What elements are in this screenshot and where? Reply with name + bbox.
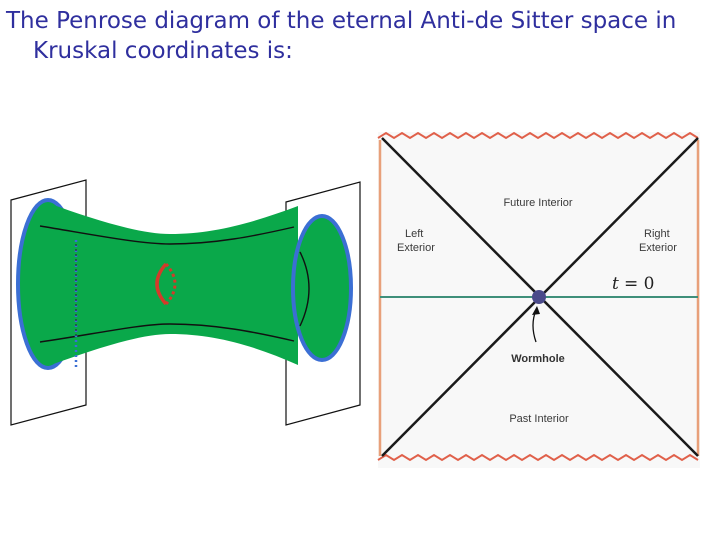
- label-left-exterior-2: Exterior: [397, 242, 435, 254]
- slide-title: The Penrose diagram of the eternal Anti-…: [6, 6, 706, 66]
- wormhole-arrowhead: [532, 306, 540, 315]
- label-past-interior: Past Interior: [509, 413, 569, 425]
- throat-ring-front: [155, 262, 168, 306]
- right-mouth: [291, 214, 353, 362]
- past-singularity: [377, 453, 699, 462]
- wormhole-point: [532, 290, 546, 304]
- future-singularity: [377, 131, 699, 140]
- label-t-eq: = 0: [624, 274, 654, 294]
- wormhole-embedding-diagram: [10, 179, 361, 426]
- tube-top-edge: [39, 225, 295, 245]
- label-left-exterior-1: Left: [405, 228, 423, 240]
- title-line-2: Kruskal coordinates is:: [33, 38, 293, 64]
- label-right-exterior-1: Right: [644, 228, 670, 240]
- right-mouth-inner-edge: [299, 251, 310, 327]
- label-t-var: t: [612, 274, 619, 294]
- tube-bottom-edge: [39, 323, 295, 343]
- label-right-exterior-2: Exterior: [639, 242, 677, 254]
- title-line-1: The Penrose diagram of the eternal Anti-…: [6, 8, 677, 34]
- label-future-interior: Future Interior: [503, 197, 572, 209]
- label-wormhole: Wormhole: [511, 353, 565, 365]
- wormhole-tube: [48, 203, 298, 366]
